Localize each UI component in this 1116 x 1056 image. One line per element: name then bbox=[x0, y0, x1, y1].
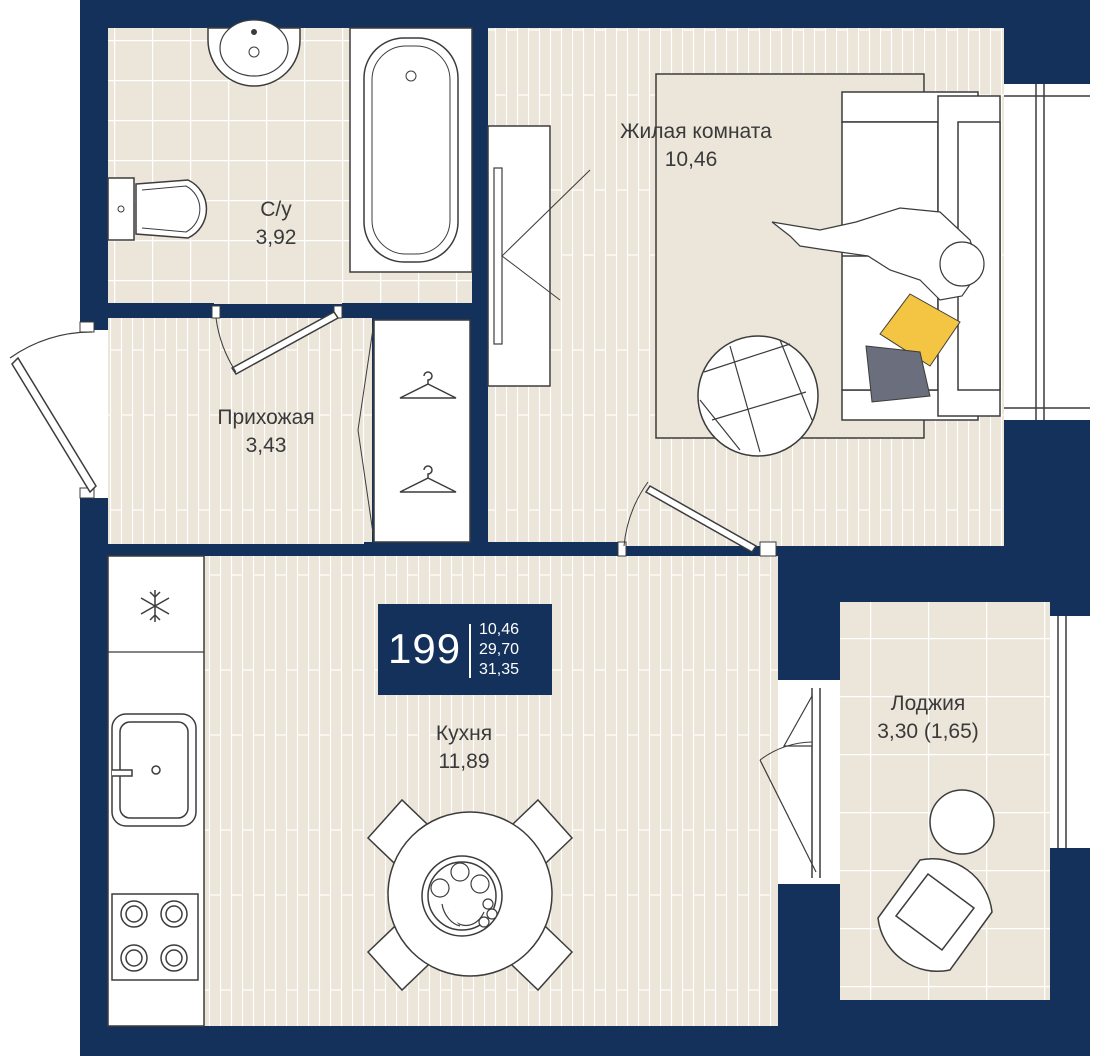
loggia-table bbox=[929, 789, 995, 855]
room-name: Кухня bbox=[435, 722, 493, 745]
wall-bath-hall-2 bbox=[342, 303, 472, 318]
cooktop bbox=[111, 893, 199, 981]
room-label-bathroom: С/у 3,92 bbox=[226, 196, 326, 252]
area-total: 29,70 bbox=[479, 641, 520, 658]
coffee-table bbox=[697, 335, 819, 457]
wardrobe bbox=[373, 319, 471, 543]
hanger-icon bbox=[399, 371, 457, 399]
room-label-kitchen: Кухня 11,89 bbox=[414, 720, 514, 776]
living-door bbox=[644, 485, 758, 553]
armchair bbox=[877, 857, 993, 973]
wall-kitchen-left bbox=[108, 544, 204, 556]
pillow-grey bbox=[865, 345, 931, 403]
wall-bath-living bbox=[472, 28, 488, 318]
hanger-icon bbox=[399, 465, 457, 493]
room-area: 3,30 (1,65) bbox=[877, 720, 979, 743]
kitchen-sink bbox=[111, 713, 197, 827]
room-name: Жилая комната bbox=[620, 120, 772, 143]
living-window bbox=[1004, 84, 1090, 420]
hall-floor bbox=[108, 318, 372, 544]
loggia-door-leaf bbox=[782, 693, 813, 747]
room-label-loggia: Лоджия 3,30 (1,65) bbox=[858, 690, 998, 746]
room-area: 3,43 bbox=[245, 434, 287, 457]
person bbox=[771, 207, 981, 301]
room-label-living: Жилая комната 10,46 bbox=[586, 118, 806, 174]
entrance-door bbox=[11, 356, 97, 494]
badge-divider bbox=[469, 624, 471, 678]
room-label-hall: Прихожая 3,43 bbox=[196, 404, 336, 460]
room-name: Лоджия bbox=[890, 692, 966, 715]
wall-hall-kitchen bbox=[364, 542, 618, 556]
area-living: 10,46 bbox=[479, 621, 520, 638]
unit-areas: 10,46 29,70 31,35 bbox=[479, 620, 519, 680]
entrance-door-swing bbox=[9, 331, 93, 359]
entrance-jamb bbox=[79, 321, 95, 333]
room-area: 11,89 bbox=[438, 750, 490, 773]
unit-badge: 199 10,46 29,70 31,35 bbox=[378, 604, 552, 695]
loggia-window-right bbox=[1050, 616, 1090, 848]
bathroom-door bbox=[230, 311, 340, 375]
dining-set bbox=[366, 798, 574, 992]
room-name: С/у bbox=[260, 198, 292, 221]
tv bbox=[493, 167, 503, 345]
area-with-loggia: 31,35 bbox=[479, 661, 520, 678]
room-area: 10,46 bbox=[664, 148, 718, 171]
wall-bath-hall bbox=[108, 303, 214, 318]
fruit-plate bbox=[430, 862, 498, 928]
room-area: 3,92 bbox=[255, 226, 297, 249]
unit-number: 199 bbox=[388, 625, 462, 672]
snowflake-icon bbox=[140, 590, 170, 622]
wall-hall-living bbox=[472, 318, 488, 556]
room-name: Прихожая bbox=[217, 406, 315, 429]
